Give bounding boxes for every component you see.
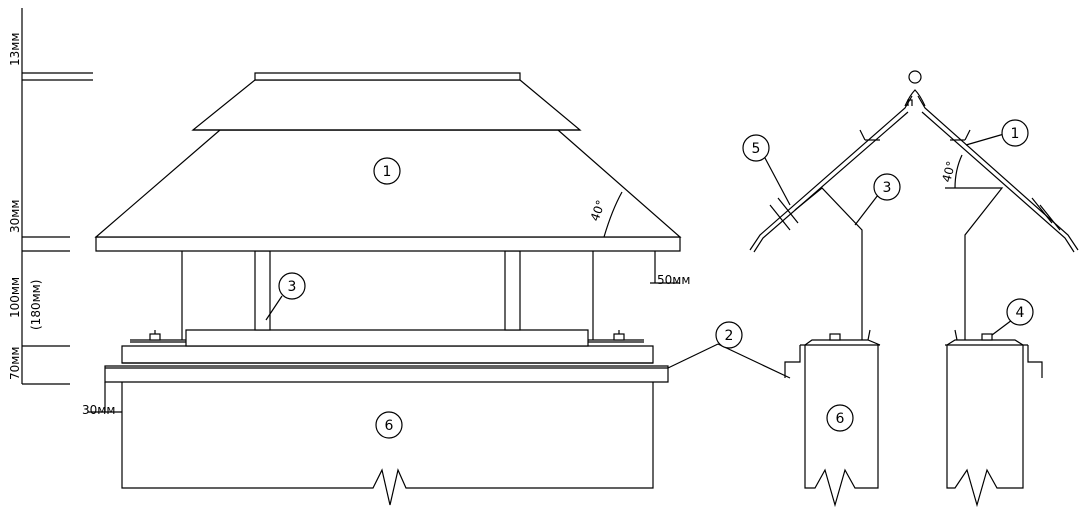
support-posts [181,250,594,340]
roof-lower-slab [95,236,681,252]
bolt-left [149,330,161,341]
front-view: 40° 50мм 30мм 1 3 6 2 [82,72,791,506]
flashing-plate [104,365,669,383]
dim-30mm-bottom: 30мм [82,403,115,417]
angle-front: 40° [588,198,608,223]
callout-3-front: 3 [288,279,297,295]
dim-70mm: 70мм [8,347,22,380]
section-view: 40° 5 3 1 4 6 [742,70,1079,508]
callout-1-front: 1 [383,164,392,180]
roof-upper [191,79,582,131]
callout-3-side: 3 [883,180,892,196]
dim-100mm: 100мм [8,277,22,318]
dimension-column: 13мм 30мм 100мм (180мм) 70мм [8,8,93,385]
angle-side: 40° [939,160,958,184]
dim-50mm: 50мм [657,273,690,287]
chimney-body [121,382,654,506]
dim-180mm: (180мм) [29,280,43,330]
dim-30mm-left: 30мм [8,200,22,233]
callout-2: 2 [725,328,734,344]
callout-6-side: 6 [836,411,845,427]
callout-4: 4 [1016,305,1025,321]
dim-13mm: 13мм [8,33,22,66]
bolt-right [613,330,625,341]
callout-1-side: 1 [1011,126,1020,142]
callout-5: 5 [752,141,761,157]
callout-6-front: 6 [385,418,394,434]
